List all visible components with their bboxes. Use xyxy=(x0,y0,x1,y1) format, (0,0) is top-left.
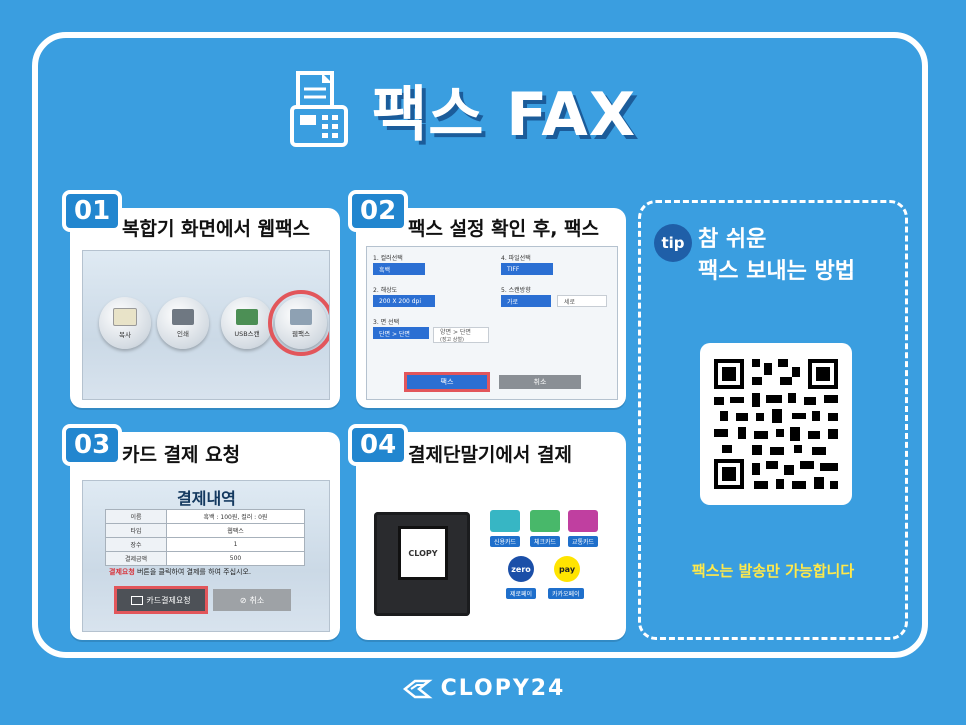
payment-value: 웹팩스 xyxy=(166,523,305,538)
step-1-number: 01 xyxy=(62,190,123,232)
copy-button[interactable]: 복사 xyxy=(99,297,151,349)
step-1-title: 복합기 화면에서 웹팩스 xyxy=(122,218,311,240)
step-2-screen: 1. 컬러선택 흑백 4. 파일선택 TIFF 2. 해상도 200 X 200… xyxy=(366,246,618,400)
step-3-title: 카드 결제 요청 xyxy=(122,444,241,466)
footer-brand: CLOPY24 xyxy=(440,676,566,701)
resolution-button[interactable]: 200 X 200 dpi xyxy=(373,295,435,307)
usb-scan-label: USB스캔 xyxy=(234,329,260,338)
payment-key: 이름 xyxy=(105,509,167,524)
fax-cancel-button[interactable]: 취소 xyxy=(499,375,581,389)
fax-machine-icon xyxy=(290,308,312,325)
copy-label: 복사 xyxy=(119,330,131,339)
terminal-brand: CLOPY xyxy=(408,548,438,558)
side-double-button[interactable]: 양면 > 단면 (장고 상철) xyxy=(433,327,489,343)
print-label: 인쇄 xyxy=(177,329,189,338)
payment-key: 장수 xyxy=(105,537,167,552)
step-3-number: 03 xyxy=(62,424,123,466)
kakaopay-tag: 카카오페이 xyxy=(548,588,584,599)
scanner-icon xyxy=(236,308,258,325)
scan-landscape-button[interactable]: 가로 xyxy=(501,295,551,307)
color-setting-button[interactable]: 흑백 xyxy=(373,263,425,275)
kakaopay-badge: pay xyxy=(558,564,576,574)
step-3-screen: 결제내역 이름 흑백 : 100원, 컬러 : 0원 타입 웹팩스 장수 1 결… xyxy=(82,480,330,632)
step-4-number: 04 xyxy=(348,424,409,466)
qr-code[interactable] xyxy=(700,343,852,505)
card-icon xyxy=(131,595,144,605)
tip-badge: tip xyxy=(654,224,692,262)
payment-value: 흑백 : 100원, 컬러 : 0원 xyxy=(166,509,305,524)
terminal-screen: CLOPY xyxy=(398,526,448,580)
table-row: 타입 웹팩스 xyxy=(105,523,305,538)
zeropay-badge: zero xyxy=(511,564,531,574)
table-row: 결제금액 500 xyxy=(105,551,305,566)
clopy-logo-icon xyxy=(402,679,433,698)
payment-note: 결제요청 버튼을 클릭하여 결제를 하여 주십시오. xyxy=(109,567,251,577)
side-label: 3. 면 선택 xyxy=(373,319,400,326)
tip-line-2: 팩스 보내는 방법 xyxy=(698,259,855,284)
step-2-card: 팩스 설정 확인 후, 팩스 1. 컬러선택 흑백 4. 파일선택 TIFF 2… xyxy=(356,208,626,408)
zeropay-icon: zero xyxy=(508,556,534,582)
copy-icon xyxy=(113,307,137,326)
transit-card-tag: 교통카드 xyxy=(568,536,599,547)
color-setting-label: 1. 컬러선택 xyxy=(373,255,403,262)
tip-line-1: 참 쉬운 xyxy=(698,227,767,252)
credit-card-tag: 신용카드 xyxy=(490,536,521,547)
payment-key: 결제금액 xyxy=(105,551,167,566)
credit-card-icon xyxy=(490,510,520,532)
printer-icon xyxy=(172,308,194,325)
step-2-title: 팩스 설정 확인 후, 팩스 xyxy=(408,218,599,240)
tip-box xyxy=(638,200,908,640)
kakaopay-icon: pay xyxy=(554,556,580,582)
card-payment-request-label: 카드결제요청 xyxy=(146,595,191,605)
payment-key: 타입 xyxy=(105,523,167,538)
scan-portrait-button[interactable]: 세로 xyxy=(557,295,607,307)
file-setting-button[interactable]: TIFF xyxy=(501,263,553,275)
webfax-label: 웹팩스 xyxy=(292,329,310,338)
payment-value: 1 xyxy=(166,537,305,552)
cancel-icon: ⊘ xyxy=(239,595,247,605)
fax-icon xyxy=(290,71,348,147)
file-setting-label: 4. 파일선택 xyxy=(501,255,531,262)
side-single-button[interactable]: 단면 > 단면 xyxy=(373,327,429,339)
step-1-screen: 복사 인쇄 USB스캔 웹팩스 xyxy=(82,250,330,400)
payment-cancel-label: 취소 xyxy=(249,595,265,605)
table-row: 이름 흑백 : 100원, 컬러 : 0원 xyxy=(105,509,305,524)
step-2-number: 02 xyxy=(348,190,409,232)
qr-code-icon xyxy=(714,359,838,489)
resolution-label: 2. 해상도 xyxy=(373,287,398,294)
zeropay-tag: 제로페이 xyxy=(506,588,537,599)
payment-note-text: 버튼을 클릭하여 결제를 하여 주십시오. xyxy=(134,568,252,576)
page-title: 팩스 FAX xyxy=(288,64,636,154)
payment-value: 500 xyxy=(166,551,305,566)
content-frame xyxy=(32,32,928,658)
payment-heading: 결제내역 xyxy=(177,489,236,508)
print-button[interactable]: 인쇄 xyxy=(157,297,209,349)
card-payment-request-button[interactable]: 카드결제요청 xyxy=(114,586,208,614)
footer: CLOPY24 xyxy=(0,676,966,701)
side-double-label: 양면 > 단면 xyxy=(440,329,471,336)
title-text: 팩스 FAX xyxy=(372,79,637,150)
step-1-card: 복합기 화면에서 웹팩스 복사 인쇄 USB스캔 웹팩스 xyxy=(70,208,340,408)
step-4-title: 결제단말기에서 결제 xyxy=(408,444,572,466)
payment-table: 이름 흑백 : 100원, 컬러 : 0원 타입 웹팩스 장수 1 결제금액 5… xyxy=(105,509,305,566)
check-card-icon xyxy=(530,510,560,532)
payment-note-highlight: 결제요청 xyxy=(109,568,135,576)
usb-scan-button[interactable]: USB스캔 xyxy=(221,297,273,349)
step-4-card: 결제단말기에서 결제 CLOPY 신용카드 체크카드 교통카드 zero pay… xyxy=(356,432,626,640)
payment-cancel-button[interactable]: ⊘ 취소 xyxy=(213,589,291,611)
side-double-sublabel: (장고 상철) xyxy=(440,337,464,343)
send-only-note: 팩스는 발송만 가능합니다 xyxy=(691,562,855,580)
scan-direction-label: 5. 스캔방향 xyxy=(501,287,531,294)
payment-terminal: CLOPY xyxy=(374,512,470,616)
table-row: 장수 1 xyxy=(105,537,305,552)
fax-send-button[interactable]: 팩스 xyxy=(404,372,490,392)
webfax-button[interactable]: 웹팩스 xyxy=(268,290,329,356)
check-card-tag: 체크카드 xyxy=(530,536,561,547)
step-3-card: 카드 결제 요청 결제내역 이름 흑백 : 100원, 컬러 : 0원 타입 웹… xyxy=(70,432,340,640)
transit-card-icon xyxy=(568,510,598,532)
